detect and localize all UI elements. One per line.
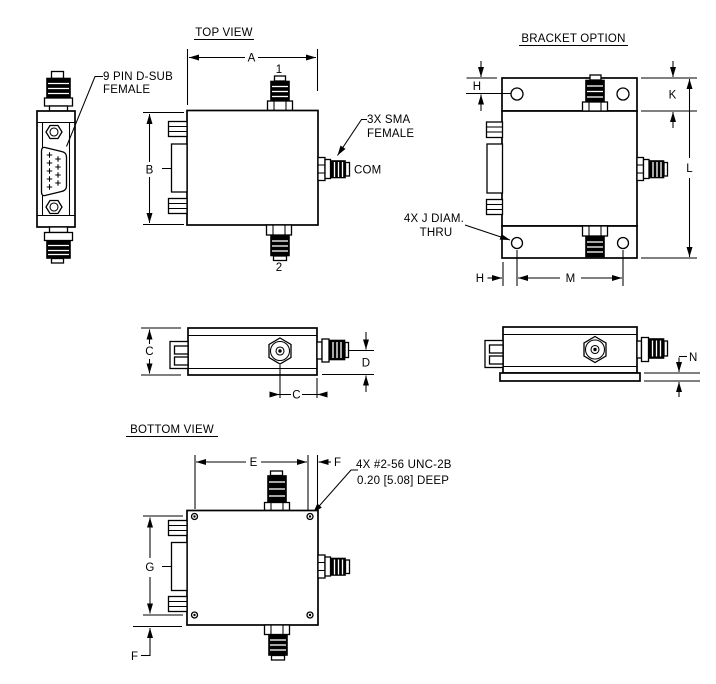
dsub-note-leader	[66, 75, 103, 147]
dimension-f-top: F	[316, 455, 341, 506]
sma-note-line2: FEMALE	[367, 128, 414, 140]
dsub-side-tabs	[167, 120, 188, 215]
sma-port-com-bracket	[636, 156, 669, 182]
bracket-plate-side	[499, 372, 641, 382]
dim-f-top-label: F	[334, 457, 341, 469]
dsub-note-line1: 9 PIN D-SUB	[103, 71, 173, 83]
sma-connector-bottom	[43, 226, 74, 264]
hole-note-line1: 4X J DIAM.	[404, 213, 464, 225]
sma-com-front	[316, 338, 350, 363]
dim-c-offset-label: C	[292, 390, 301, 402]
screw-hole-top-right	[306, 512, 314, 521]
dsub-note-line2: FEMALE	[103, 84, 150, 96]
dimension-h-bottom: H	[476, 262, 504, 286]
bracket-view-title: BRACKET OPTION	[521, 33, 625, 45]
mounting-hole-top-right	[616, 87, 630, 101]
dim-n-label: N	[689, 352, 698, 364]
bracket-side-view: N	[484, 326, 700, 397]
sma-port2	[265, 224, 293, 262]
screw-hole-top-left	[190, 512, 199, 521]
dim-k-label: K	[669, 90, 677, 102]
screw-note-leader	[312, 469, 358, 514]
jackscrew-bottom	[45, 199, 63, 215]
top-view-title: TOP VIEW	[195, 27, 252, 39]
bracket-plate-bottom	[501, 225, 638, 259]
hole-note-leader	[464, 224, 511, 241]
dim-l-label: L	[686, 163, 693, 175]
dsub-protrusion-front	[169, 340, 189, 370]
sma-port1	[266, 75, 294, 112]
dim-d-label: D	[362, 358, 371, 370]
dimension-c-height: C	[141, 327, 181, 376]
front-side-view: C D C	[141, 327, 374, 402]
dimension-m: M	[516, 250, 624, 286]
dimension-b: B	[143, 111, 184, 226]
dimension-h-top: H	[466, 61, 511, 111]
side-view-left: 9 PIN D-SUB FEMALE	[36, 70, 173, 264]
sma-port-com	[317, 156, 351, 182]
bottom-view-title: BOTTOM VIEW	[130, 424, 214, 436]
mounting-hole-top-left	[510, 87, 524, 101]
dsub-pins	[46, 152, 61, 190]
dim-g-label: G	[145, 562, 154, 574]
sma-com-bottom-view	[317, 554, 351, 579]
dim-b-label: B	[146, 165, 154, 177]
dsub-side-tabs-bottom	[167, 519, 188, 613]
dim-m-label: M	[566, 273, 576, 285]
jackscrew-top	[45, 124, 63, 140]
dimension-n: N	[644, 352, 700, 397]
sma-port2-bracket	[581, 225, 609, 258]
dimension-g: G	[143, 515, 183, 616]
sma-note-line1: 3X SMA	[367, 114, 411, 126]
dsub-connector-face	[40, 146, 68, 197]
port-1-label: 1	[276, 64, 283, 76]
dimension-f-bottom: F	[131, 625, 182, 663]
screw-hole-bottom-left	[190, 611, 199, 619]
sma-port1-bottom-view	[263, 624, 291, 661]
sma-connector-top	[43, 70, 74, 112]
sma-face-hex-front	[268, 337, 292, 365]
bottom-view: BOTTOM VIEW E F 4X #2-56 UNC-2B 0.20 [5.…	[126, 424, 452, 663]
sma-port1-bracket	[581, 74, 609, 112]
dimension-e: E	[194, 455, 309, 511]
dim-h-top-label: H	[473, 81, 482, 93]
dim-a-label: A	[248, 53, 256, 65]
port-2-label: 2	[276, 262, 283, 274]
dimension-a: A	[186, 49, 319, 105]
dimension-c-offset: C	[269, 365, 328, 402]
dim-h-bottom-label: H	[476, 273, 485, 285]
dsub-protrusion-bracket-side	[484, 339, 504, 369]
device-body-bracket	[501, 110, 638, 227]
dimension-l: L	[641, 79, 697, 259]
sma-port2-bottom-view	[263, 470, 291, 512]
sma-note-leader	[337, 118, 367, 156]
screw-note-line2: 0.20 [5.08] DEEP	[357, 475, 449, 487]
sma-com-bracket-side	[636, 336, 669, 363]
mounting-hole-bottom-left	[510, 236, 524, 250]
dimension-k: K	[641, 61, 697, 128]
com-label: COM	[354, 165, 381, 177]
dim-e-label: E	[250, 457, 258, 469]
dim-c-height-label: C	[145, 346, 154, 358]
bracket-option-view: BRACKET OPTION	[404, 33, 697, 286]
screw-note-line1: 4X #2-56 UNC-2B	[356, 459, 452, 471]
mounting-hole-bottom-right	[616, 236, 630, 250]
dimension-d: D	[322, 332, 374, 392]
screw-hole-bottom-right	[306, 611, 314, 619]
hole-note-line2: THRU	[420, 227, 453, 239]
dim-f-bottom-label: F	[131, 651, 138, 663]
device-body-top	[186, 109, 319, 226]
dsub-side-tabs-bracket	[485, 121, 504, 216]
top-view: TOP VIEW A 1	[143, 27, 414, 274]
device-body-bottom	[186, 509, 319, 626]
sma-face-hex-bracket-side	[583, 335, 607, 364]
